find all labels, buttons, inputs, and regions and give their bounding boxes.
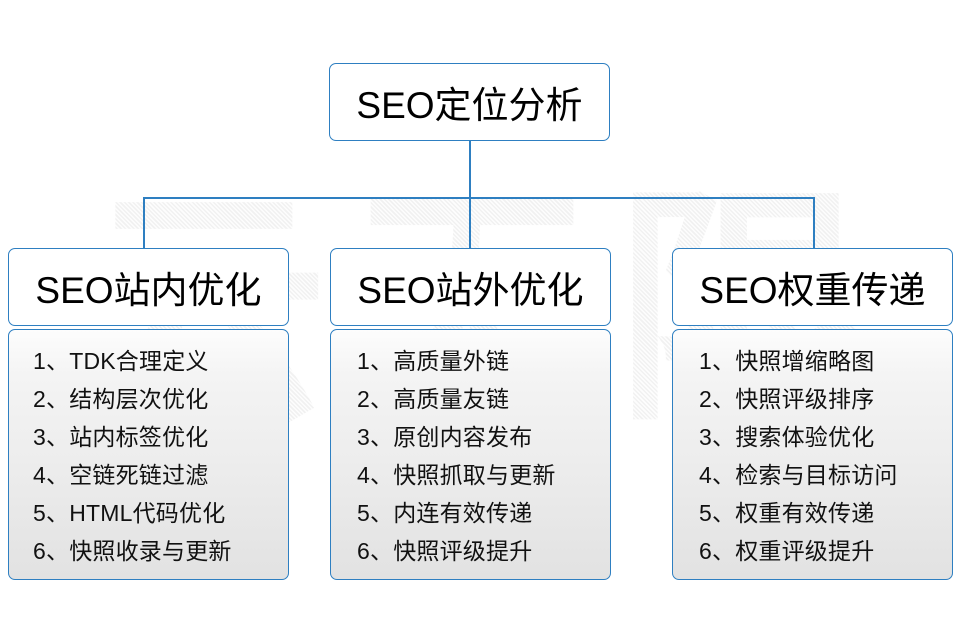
branch-2-title: SEO站外优化 <box>357 270 584 311</box>
branch-3-title: SEO权重传递 <box>699 270 926 311</box>
connector-branch-3-vertical <box>813 197 815 248</box>
branch-3-body: 1、快照增缩略图 2、快照评级排序 3、搜索体验优化 4、检索与目标访问 5、权… <box>672 329 953 580</box>
branch-1-title: SEO站内优化 <box>35 270 262 311</box>
list-item: 4、空链死链过滤 <box>33 462 209 488</box>
branch-2-item-list: 1、高质量外链 2、高质量友链 3、原创内容发布 4、快照抓取与更新 5、内连有… <box>331 342 610 570</box>
list-item: 5、权重有效传递 <box>699 500 875 526</box>
connector-branch-1-vertical <box>143 197 145 248</box>
root-node-label: SEO定位分析 <box>356 85 583 126</box>
branch-3-item-list: 1、快照增缩略图 2、快照评级排序 3、搜索体验优化 4、检索与目标访问 5、权… <box>673 342 952 570</box>
branch-1-item-list: 1、TDK合理定义 2、结构层次优化 3、站内标签优化 4、空链死链过滤 5、H… <box>9 342 288 570</box>
list-item: 4、快照抓取与更新 <box>357 462 556 488</box>
branch-1-body: 1、TDK合理定义 2、结构层次优化 3、站内标签优化 4、空链死链过滤 5、H… <box>8 329 289 580</box>
list-item: 3、原创内容发布 <box>357 424 533 450</box>
list-item: 1、快照增缩略图 <box>699 348 875 374</box>
list-item: 1、TDK合理定义 <box>33 348 209 374</box>
list-item: 6、快照评级提升 <box>357 538 533 564</box>
connector-root-vertical <box>469 140 471 198</box>
list-item: 5、内连有效传递 <box>357 500 533 526</box>
branch-column-2: SEO站外优化 1、高质量外链 2、高质量友链 3、原创内容发布 4、快照抓取与… <box>330 248 611 580</box>
branch-column-3: SEO权重传递 1、快照增缩略图 2、快照评级排序 3、搜索体验优化 4、检索与… <box>672 248 953 580</box>
branch-column-1: SEO站内优化 1、TDK合理定义 2、结构层次优化 3、站内标签优化 4、空链… <box>8 248 289 580</box>
list-item: 1、高质量外链 <box>357 348 510 374</box>
list-item: 5、HTML代码优化 <box>33 500 226 526</box>
list-item: 6、快照收录与更新 <box>33 538 232 564</box>
list-item: 2、快照评级排序 <box>699 386 875 412</box>
connector-horizontal-bus <box>143 197 814 199</box>
branch-1-header[interactable]: SEO站内优化 <box>8 248 289 326</box>
list-item: 3、搜索体验优化 <box>699 424 875 450</box>
list-item: 3、站内标签优化 <box>33 424 209 450</box>
branch-3-header[interactable]: SEO权重传递 <box>672 248 953 326</box>
list-item: 2、高质量友链 <box>357 386 510 412</box>
connector-branch-2-vertical <box>469 197 471 248</box>
branch-2-body: 1、高质量外链 2、高质量友链 3、原创内容发布 4、快照抓取与更新 5、内连有… <box>330 329 611 580</box>
list-item: 2、结构层次优化 <box>33 386 209 412</box>
branch-2-header[interactable]: SEO站外优化 <box>330 248 611 326</box>
list-item: 6、权重评级提升 <box>699 538 875 564</box>
list-item: 4、检索与目标访问 <box>699 462 898 488</box>
root-node[interactable]: SEO定位分析 <box>329 63 610 141</box>
